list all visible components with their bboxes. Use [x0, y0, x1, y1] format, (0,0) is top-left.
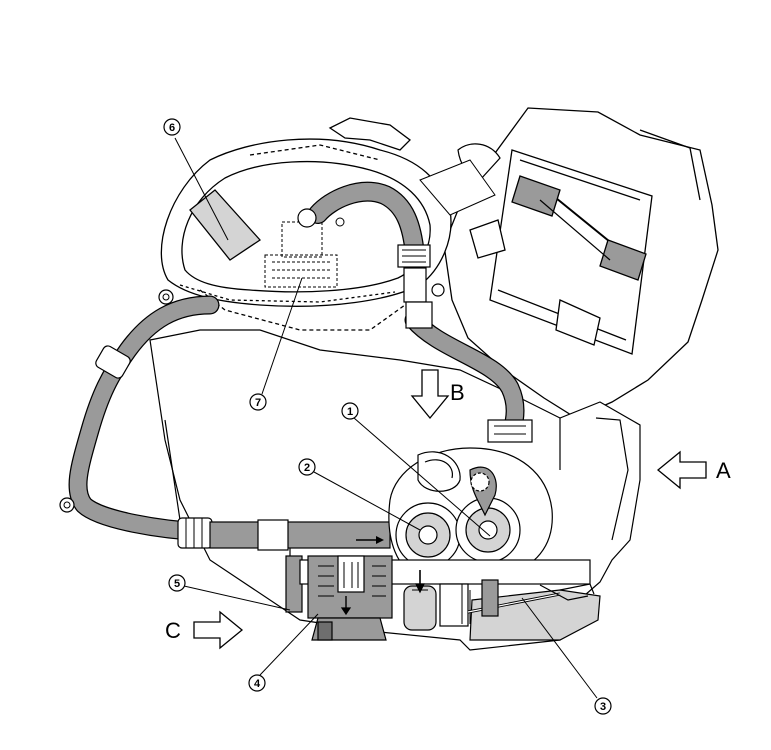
callout-4-label: 4	[254, 678, 261, 690]
oil-pump-assembly	[388, 447, 553, 576]
oil-hose-left	[59, 289, 220, 549]
view-arrow-c-label: C	[165, 618, 181, 643]
callout-6: 6	[163, 118, 181, 136]
breather-hose-upper	[297, 143, 501, 303]
callout-6-label: 6	[169, 122, 175, 134]
callout-1-label: 1	[347, 406, 353, 418]
breather-hose-lower	[404, 301, 533, 443]
callout-5-label: 5	[174, 578, 180, 590]
view-arrow-c: C	[165, 610, 244, 650]
callout-leaders	[174, 137, 598, 699]
callout-4: 4	[248, 674, 266, 692]
callout-1: 1	[341, 402, 359, 420]
callout-7: 7	[249, 393, 267, 411]
view-arrow-b: B	[410, 369, 465, 420]
callout-3-label: 3	[600, 701, 606, 713]
callout-7-label: 7	[255, 397, 261, 409]
oil-hose-mid	[209, 519, 391, 613]
callout-5: 5	[168, 574, 186, 592]
cylinder-head	[443, 107, 719, 419]
callout-2-label: 2	[304, 462, 310, 474]
callout-2: 2	[298, 458, 316, 476]
view-arrow-a-label: A	[716, 458, 731, 483]
view-arrow-b-label: B	[450, 380, 465, 405]
view-arrow-a: A	[656, 450, 731, 490]
callout-3: 3	[594, 697, 612, 715]
